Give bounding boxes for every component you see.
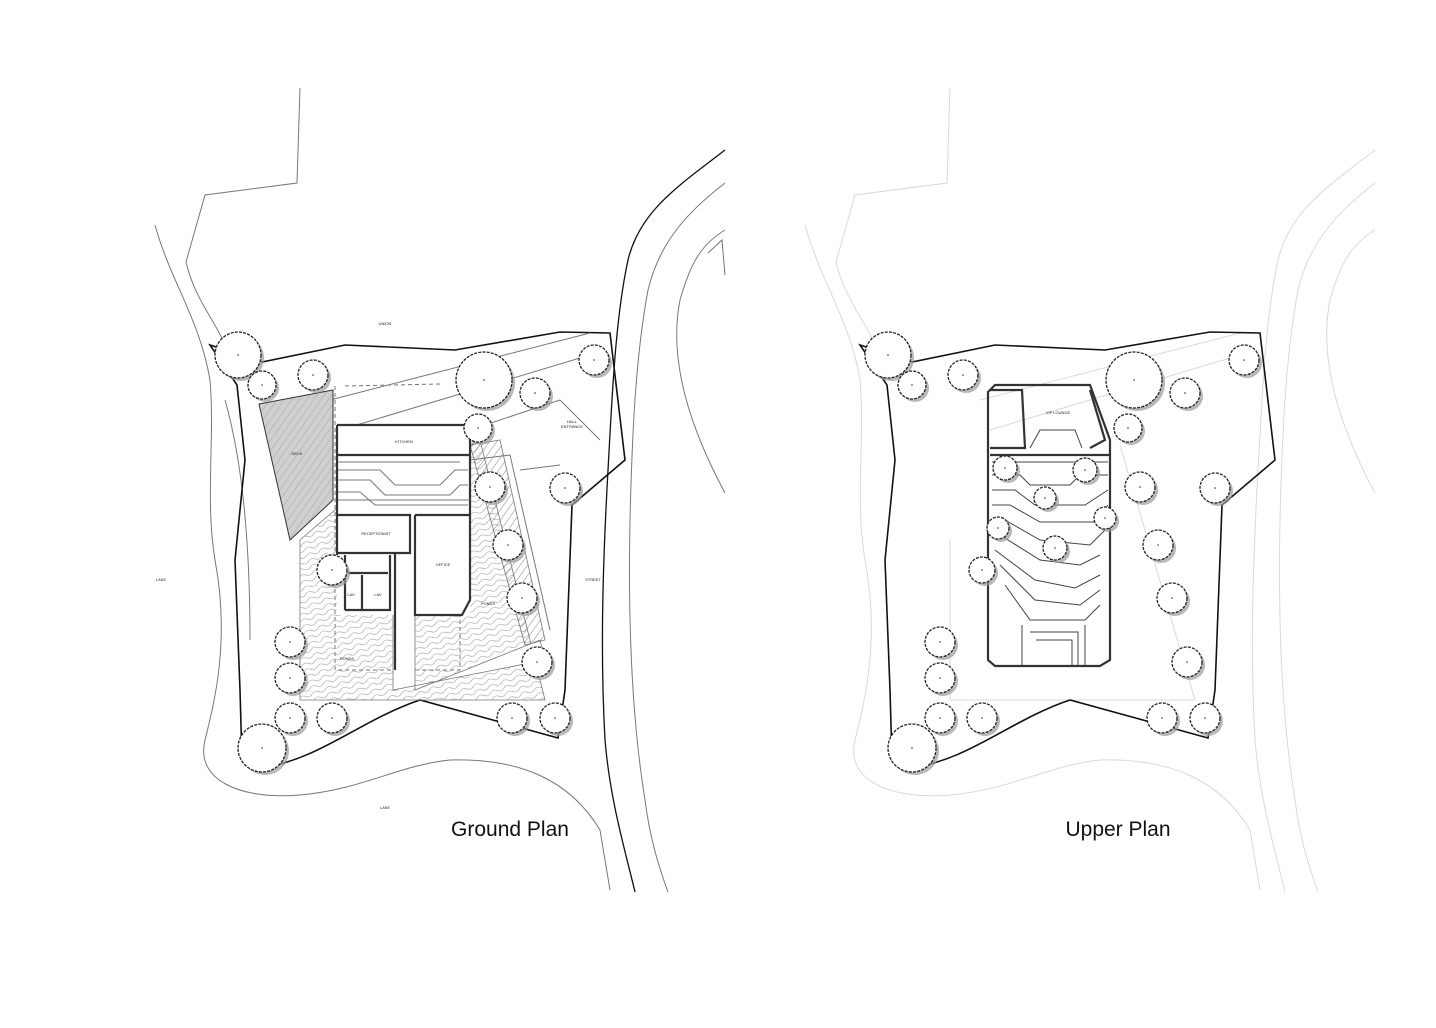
label-ponds-east: PONDS (481, 601, 496, 606)
label-lav-2: LAV (374, 592, 382, 597)
tree-icon (506, 582, 540, 616)
tree-icon (492, 529, 526, 563)
tree-icon (1072, 457, 1100, 485)
tree-icon (274, 626, 308, 660)
tree-icon (1199, 472, 1233, 506)
tree-icon (274, 662, 308, 696)
tree-icon (924, 662, 958, 696)
street-edge-main (601, 149, 726, 893)
label-entrance: ENTRANCE (561, 424, 583, 429)
tree-icon (1156, 582, 1190, 616)
label-deck: DECK (291, 451, 302, 456)
tree-icon (1142, 529, 1176, 563)
tree-icon (463, 413, 495, 445)
tree-icon (274, 702, 308, 736)
ground-plan-title: Ground Plan (451, 818, 569, 841)
stair-lines (338, 461, 470, 506)
tree-icon (297, 359, 331, 393)
deck-hatch (259, 390, 333, 540)
tree-icon (521, 646, 555, 680)
label-lav-1: LAV (347, 592, 355, 597)
tree-icon (539, 702, 573, 736)
tree-icon (966, 702, 1000, 736)
ground-plan: UNION DECK KITCHEN HALL ENTRANCE RECEPTI… (154, 87, 726, 893)
lake-shore-inner (224, 399, 251, 641)
ramp-lines (469, 454, 561, 631)
tree-icon (887, 723, 939, 775)
upper-plan-title: Upper Plan (1065, 818, 1170, 841)
label-kitchen: KITCHEN (395, 439, 413, 444)
tree-icon (549, 472, 583, 506)
tree-icon (455, 351, 515, 411)
label-lake-west: LAKE (156, 577, 167, 582)
tree-icon (214, 331, 264, 381)
tree-icon (986, 516, 1012, 542)
tree-icon (1146, 702, 1180, 736)
tree-icon (1169, 377, 1203, 411)
label-office: OFFICE (436, 562, 451, 567)
street-edge-second (629, 182, 726, 893)
tree-icon (1189, 702, 1223, 736)
tree-icon (924, 702, 958, 736)
tree-icon (1093, 506, 1119, 532)
tree-icon (924, 626, 958, 660)
tree-icon (864, 331, 914, 381)
tree-icon (519, 377, 553, 411)
label-lake-south: LAKE (380, 805, 391, 810)
tree-icon (992, 455, 1020, 483)
label-receptionist: RECEPTIONIST (361, 531, 391, 536)
label-union: UNION (379, 321, 392, 326)
tree-icon (1228, 344, 1262, 378)
tree-icon (578, 344, 612, 378)
trees-ground (214, 331, 612, 775)
tree-icon (1105, 351, 1165, 411)
label-ponds-south: PONDS (340, 656, 355, 661)
tree-icon (474, 471, 508, 505)
tree-icon (247, 370, 279, 402)
tree-icon (1033, 486, 1059, 512)
tree-icon (237, 723, 289, 775)
label-vip-lounge: VIP LOUNGE (1046, 410, 1071, 415)
ground-labels: UNION DECK KITCHEN HALL ENTRANCE RECEPTI… (156, 321, 602, 810)
tree-icon (947, 359, 981, 393)
west-road-edge (185, 87, 301, 346)
street-edge-third (676, 229, 726, 494)
label-street: STREET (585, 577, 601, 582)
building-footprint (337, 425, 470, 615)
tree-icon (316, 702, 350, 736)
tree-icon (1124, 471, 1158, 505)
upper-site-context (804, 87, 1376, 893)
street-corner (707, 238, 726, 276)
tree-icon (1042, 535, 1070, 563)
tree-icon (968, 556, 998, 586)
upper-rooms (990, 388, 1110, 457)
tree-icon (1171, 646, 1205, 680)
tree-icon (316, 554, 350, 588)
label-hall: HALL (567, 419, 578, 424)
tree-icon (496, 702, 530, 736)
upper-plan: VIP LOUNGE Upper Plan (804, 87, 1376, 893)
tree-icon (1113, 413, 1145, 445)
trees-upper (864, 331, 1262, 775)
lake-shore-west (154, 224, 611, 891)
upper-terraces (992, 429, 1109, 665)
tree-icon (897, 370, 929, 402)
upper-building-outline (986, 383, 1112, 668)
